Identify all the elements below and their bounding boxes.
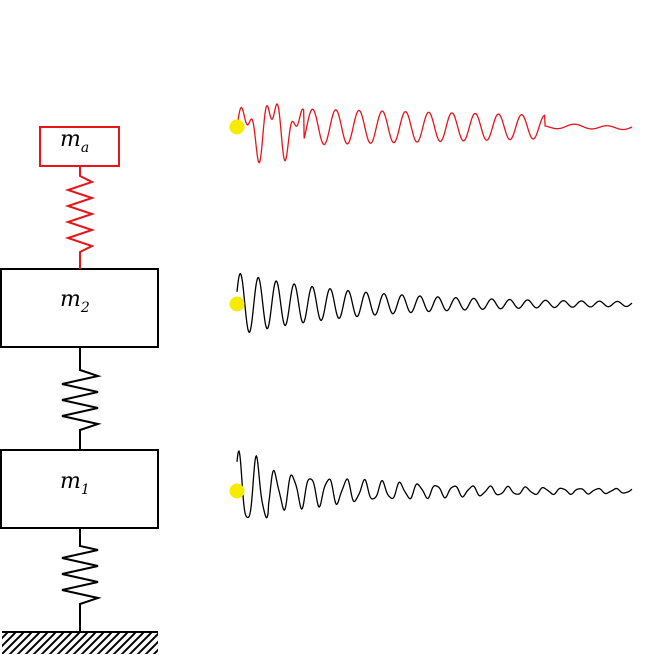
- mass-m1-box: [0, 449, 159, 529]
- signal-m1-marker: [229, 483, 245, 499]
- mass-ma: ma: [39, 126, 120, 167]
- signal-m1-trace: [236, 450, 633, 519]
- mass-m2-label: m2: [60, 287, 90, 316]
- mass-m1-label: m1: [60, 469, 90, 498]
- spring-m1-m2: [61, 347, 102, 450]
- mass-ma-box: [39, 126, 120, 167]
- signal-m2-marker: [229, 296, 245, 312]
- spring-ground-m1: [61, 528, 102, 632]
- ground-hatch: [2, 632, 158, 654]
- signal-ma-trace: [236, 103, 633, 164]
- mass-ma-label: ma: [60, 127, 89, 156]
- mass-m1: m1: [0, 449, 159, 529]
- spring-m2-ma: [64, 166, 96, 269]
- mass-m2: m2: [0, 268, 159, 348]
- ground: [2, 631, 158, 654]
- signal-m2-trace: [236, 272, 633, 334]
- signal-ma-marker: [229, 119, 245, 135]
